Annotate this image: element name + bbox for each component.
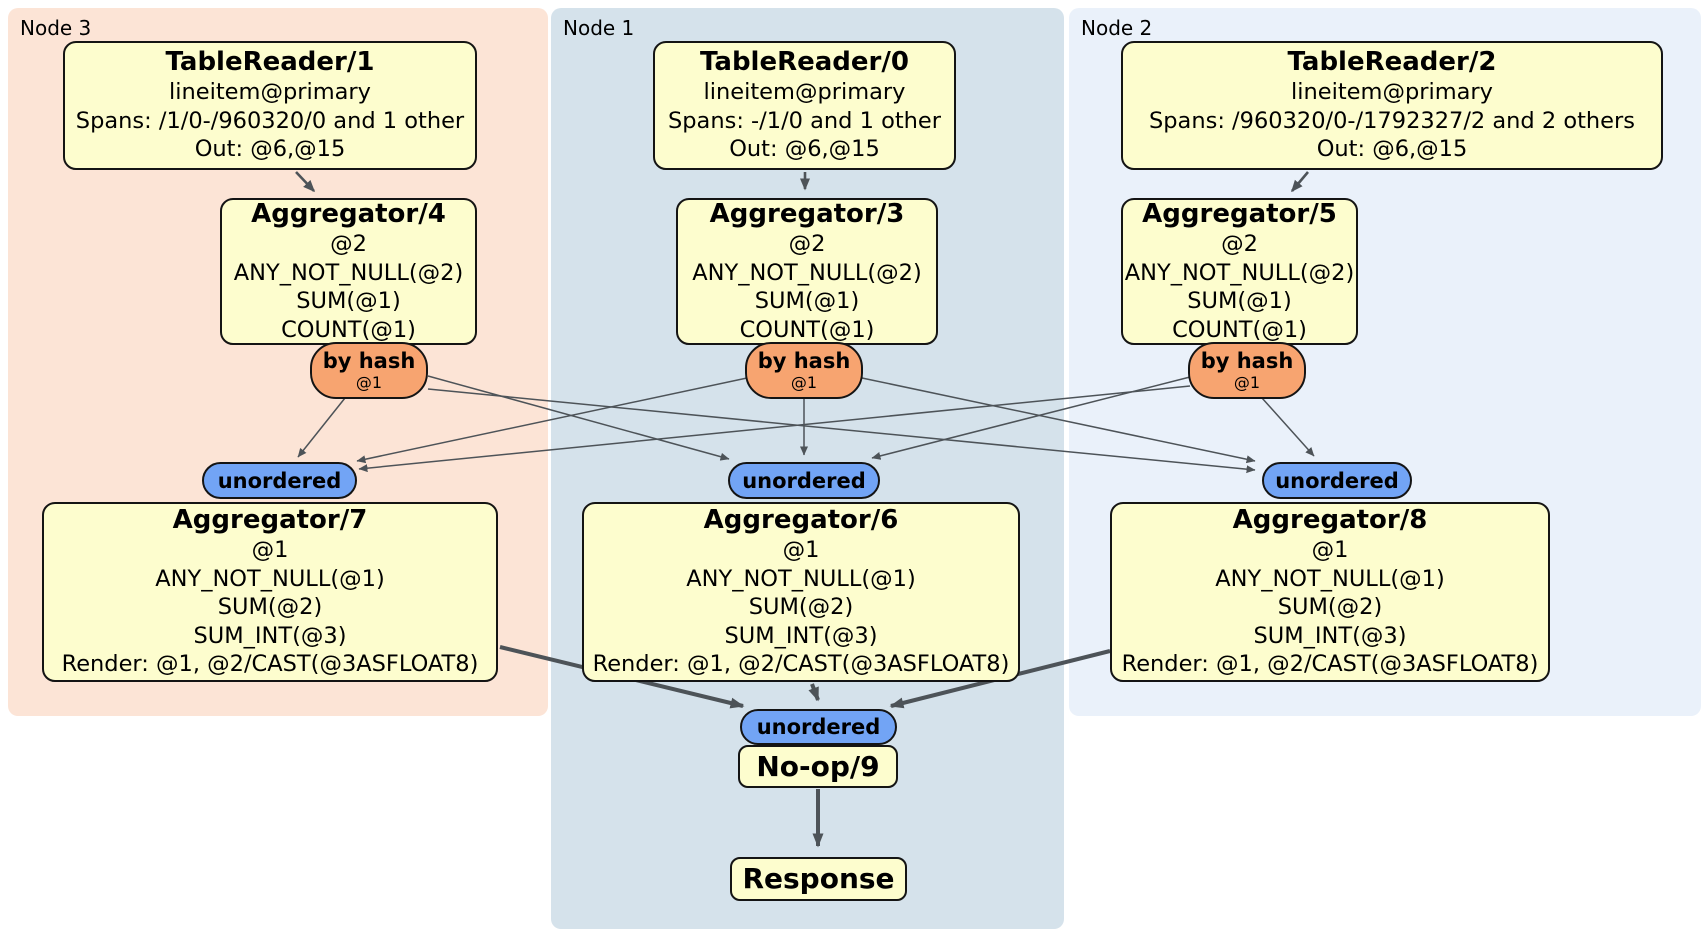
node-title: Aggregator/7 <box>172 505 368 536</box>
node-title: No-op/9 <box>756 749 880 783</box>
node-tablereader-1: TableReader/1 lineitem@primary Spans: /1… <box>63 41 477 170</box>
node-detail: COUNT(@1) <box>281 316 416 343</box>
node-detail: Spans: /960320/0-/1792327/2 and 2 others <box>1148 107 1635 134</box>
node-detail: lineitem@primary <box>703 79 906 106</box>
sync-label: unordered <box>1275 468 1399 493</box>
node-detail: SUM(@2) <box>748 594 854 621</box>
node-tablereader-0: TableReader/0 lineitem@primary Spans: -/… <box>653 41 956 170</box>
node-aggregator-6: Aggregator/6 @1 ANY_NOT_NULL(@1) SUM(@2)… <box>582 502 1020 682</box>
sync-label: unordered <box>756 715 881 739</box>
node-detail: lineitem@primary <box>169 79 371 106</box>
node-detail: SUM(@1) <box>754 288 860 314</box>
region-node-3-label: Node 3 <box>20 16 92 40</box>
node-aggregator-3: Aggregator/3 @2 ANY_NOT_NULL(@2) SUM(@1)… <box>676 198 938 345</box>
router-sublabel: @1 <box>1233 373 1261 392</box>
sync-unordered-node1: unordered <box>728 462 880 499</box>
router-label: by hash <box>757 349 851 373</box>
edges-router-to-sync <box>297 375 1315 474</box>
edges-tablereader-to-aggregator <box>295 171 1309 193</box>
node-detail: @2 <box>1221 231 1258 257</box>
node-detail: SUM_INT(@3) <box>724 622 878 649</box>
node-detail: ANY_NOT_NULL(@2) <box>692 259 922 286</box>
node-detail: @2 <box>330 231 367 257</box>
router-label: by hash <box>322 349 416 373</box>
node-detail: SUM(@2) <box>217 594 323 621</box>
node-detail: SUM_INT(@3) <box>193 622 347 649</box>
router-by-hash-node1: by hash @1 <box>745 342 863 399</box>
node-title: Aggregator/4 <box>251 199 446 229</box>
node-detail: Render: @1, @2/CAST(@3ASFLOAT8) <box>61 651 479 678</box>
node-title: TableReader/0 <box>700 47 909 78</box>
sync-unordered-final: unordered <box>740 709 897 745</box>
router-by-hash-node2: by hash @1 <box>1188 342 1306 399</box>
node-detail: Render: @1, @2/CAST(@3ASFLOAT8) <box>592 651 1010 678</box>
node-response: Response <box>730 857 907 901</box>
node-detail: @2 <box>788 231 826 257</box>
sync-label: unordered <box>217 468 342 493</box>
node-detail: ANY_NOT_NULL(@1) <box>1215 565 1445 592</box>
node-detail: Spans: /1/0-/960320/0 and 1 other <box>75 107 465 134</box>
node-title: Aggregator/8 <box>1232 505 1428 536</box>
node-title: TableReader/2 <box>1287 47 1497 78</box>
node-detail: Spans: -/1/0 and 1 other <box>667 107 942 134</box>
node-aggregator-4: Aggregator/4 @2 ANY_NOT_NULL(@2) SUM(@1)… <box>220 198 477 345</box>
node-detail: @1 <box>782 537 820 564</box>
router-label: by hash <box>1200 349 1294 373</box>
node-detail: SUM_INT(@3) <box>1253 622 1407 649</box>
router-by-hash-node3: by hash @1 <box>310 342 428 399</box>
node-title: Aggregator/5 <box>1142 199 1337 229</box>
node-detail: SUM(@2) <box>1277 594 1383 621</box>
node-title: TableReader/1 <box>165 47 375 78</box>
node-detail: ANY_NOT_NULL(@2) <box>1124 259 1355 286</box>
node-detail: lineitem@primary <box>1291 79 1493 106</box>
sync-label: unordered <box>742 468 866 493</box>
node-aggregator-5: Aggregator/5 @2 ANY_NOT_NULL(@2) SUM(@1)… <box>1121 198 1358 345</box>
node-detail: ANY_NOT_NULL(@1) <box>155 565 385 592</box>
sync-unordered-node3: unordered <box>202 462 357 499</box>
node-title: Response <box>742 862 895 895</box>
node-detail: COUNT(@1) <box>1172 316 1307 343</box>
region-node-2-label: Node 2 <box>1081 16 1153 40</box>
node-detail: SUM(@1) <box>1187 288 1292 314</box>
region-node-1-label: Node 1 <box>563 16 635 40</box>
node-detail: SUM(@1) <box>296 288 401 314</box>
sync-unordered-node2: unordered <box>1262 462 1412 499</box>
node-detail: @1 <box>251 537 289 564</box>
node-detail: @1 <box>1311 537 1349 564</box>
node-tablereader-2: TableReader/2 lineitem@primary Spans: /9… <box>1121 41 1663 170</box>
node-aggregator-7: Aggregator/7 @1 ANY_NOT_NULL(@1) SUM(@2)… <box>42 502 498 682</box>
node-detail: Out: @6,@15 <box>729 136 880 163</box>
node-detail: COUNT(@1) <box>739 316 875 343</box>
node-detail: ANY_NOT_NULL(@2) <box>233 259 464 286</box>
node-aggregator-8: Aggregator/8 @1 ANY_NOT_NULL(@1) SUM(@2)… <box>1110 502 1550 682</box>
router-sublabel: @1 <box>790 373 818 392</box>
node-detail: Out: @6,@15 <box>194 136 346 163</box>
node-detail: Render: @1, @2/CAST(@3ASFLOAT8) <box>1121 651 1539 678</box>
node-noop-9: No-op/9 <box>738 745 898 788</box>
router-sublabel: @1 <box>355 373 383 392</box>
node-title: Aggregator/6 <box>703 505 899 536</box>
node-title: Aggregator/3 <box>709 199 905 229</box>
node-detail: Out: @6,@15 <box>1316 136 1468 163</box>
node-detail: ANY_NOT_NULL(@1) <box>686 565 916 592</box>
